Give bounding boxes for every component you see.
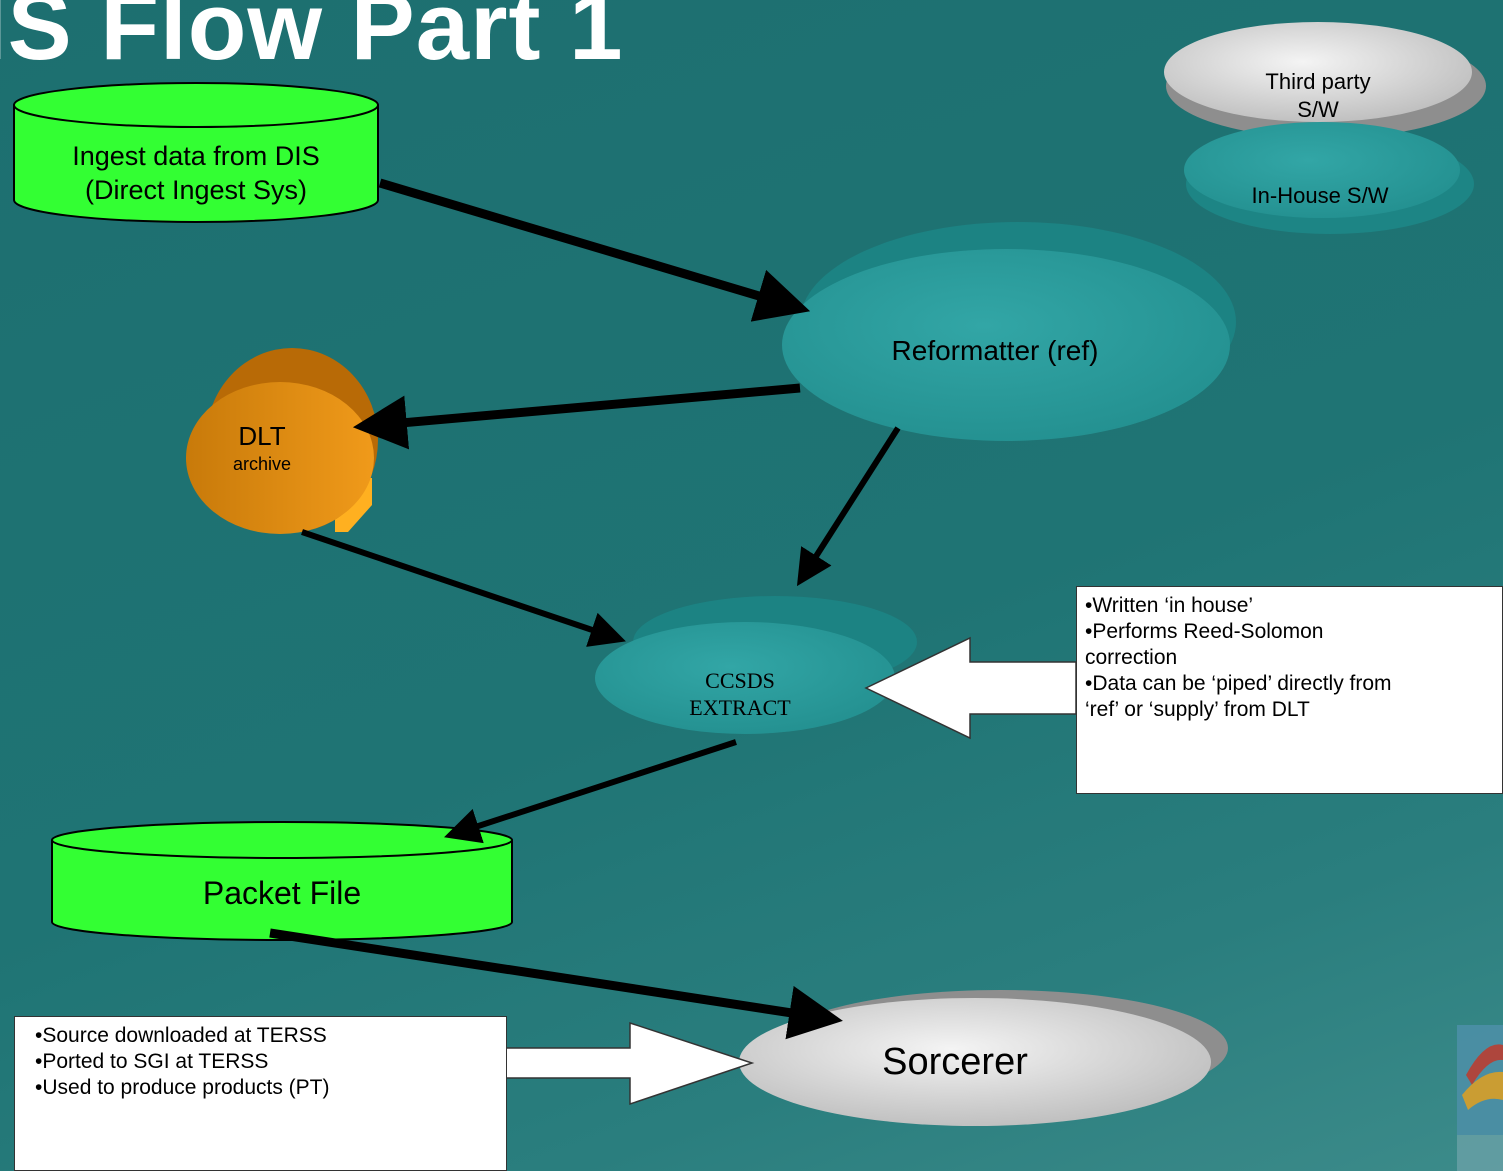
sorcerer-note-line: •Ported to SGI at TERSS xyxy=(35,1050,269,1074)
logo-watermark xyxy=(1457,1025,1503,1171)
ccsds-note-line: •Performs Reed-Solomon xyxy=(1085,620,1324,644)
ingest-label-line1: Ingest data from DIS xyxy=(72,141,320,171)
ccsds-label-line1: CCSDS xyxy=(705,668,775,693)
sorcerer-note-line: •Used to produce products (PT) xyxy=(35,1076,330,1100)
packet-file-datastore-shape xyxy=(51,821,513,941)
sorcerer-label: Sorcerer xyxy=(882,1041,1028,1083)
legend-third-party-label: Third party S/W xyxy=(1218,68,1418,123)
arrow-reformatter-to-dlt xyxy=(352,383,801,450)
ccsds-note-line: •Written ‘in house’ xyxy=(1085,594,1254,617)
ccsds-note-line: •Data can be ‘piped’ directly from xyxy=(1085,672,1392,696)
reformatter-shape xyxy=(782,222,1236,441)
dlt-label-sub: archive xyxy=(232,453,292,474)
ccsds-note: •Written ‘in house’ •Performs Reed-Solom… xyxy=(1076,586,1503,794)
sorcerer-note-line: •Source downloaded at TERSS xyxy=(35,1024,327,1047)
dlt-archive-shape xyxy=(186,348,378,534)
ccsds-label-line2: EXTRACT xyxy=(689,694,791,720)
arrow-reformatter-to-ccsds xyxy=(796,426,901,587)
ccsds-label: CCSDS EXTRACT xyxy=(650,668,830,722)
callout-arrow-ccsds-note xyxy=(864,636,1077,740)
arrow-ccsds-to-packet-file xyxy=(444,739,737,844)
dlt-label: DLT archive xyxy=(212,420,312,475)
ccsds-shape xyxy=(595,596,917,734)
ingest-label: Ingest data from DIS (Direct Ingest Sys) xyxy=(20,140,372,208)
legend-third-party-shape xyxy=(1164,22,1486,138)
legend-third-party-line1: Third party xyxy=(1265,69,1371,94)
ccsds-note-line: correction xyxy=(1085,646,1178,670)
dlt-label-title: DLT xyxy=(238,421,286,451)
legend-in-house-label: In-House S/W xyxy=(1251,183,1389,208)
arrow-packet-file-to-sorcerer xyxy=(269,928,843,1040)
arrow-ingest-to-reformatter xyxy=(378,178,811,322)
ccsds-note-line: ‘ref’ or ‘supply’ from DLT xyxy=(1085,698,1310,722)
reformatter-label: Reformatter (ref) xyxy=(891,335,1099,366)
callout-arrow-sorcerer-note xyxy=(503,1021,755,1106)
arrow-dlt-to-ccsds xyxy=(301,529,626,647)
packet-file-label: Packet File xyxy=(202,875,362,911)
sorcerer-shape xyxy=(739,990,1228,1126)
legend-in-house-shape xyxy=(1184,122,1474,234)
legend-third-party-line2: S/W xyxy=(1297,96,1339,122)
ingest-datastore-shape xyxy=(13,82,379,223)
ingest-label-line2: (Direct Ingest Sys) xyxy=(84,174,308,205)
sorcerer-note: •Source downloaded at TERSS •Ported to S… xyxy=(14,1016,507,1171)
slide-title: IS Flow Part 1 xyxy=(0,0,624,80)
